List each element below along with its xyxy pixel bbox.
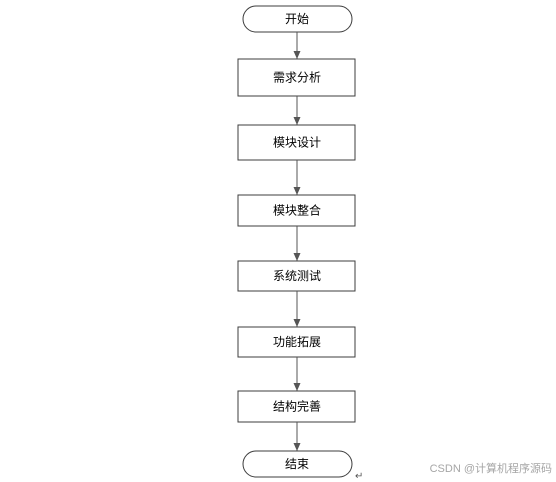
process-node-shape [237, 260, 356, 292]
end-node: 结束 [242, 450, 353, 478]
process-node-label: 模块整合 [273, 203, 321, 218]
start-node-label: 开始 [285, 12, 309, 26]
process-node-shape [237, 194, 356, 227]
process-node-shape [237, 390, 356, 423]
process-node-structure-refinement: 结构完善 [237, 390, 356, 423]
process-node-label: 结构完善 [273, 399, 321, 414]
process-node-label: 模块设计 [273, 136, 321, 150]
watermark: CSDN @计算机程序源码 [430, 461, 552, 475]
process-node-shape [237, 326, 356, 358]
process-node-label: 系统测试 [273, 268, 321, 283]
process-node-label: 功能拓展 [273, 335, 321, 349]
end-node-shape [242, 450, 353, 478]
process-node-feature-expansion: 功能拓展 [237, 326, 356, 358]
start-node: 开始 [242, 5, 353, 33]
paragraph-mark-icon: ↵ [355, 471, 363, 482]
process-node-shape [237, 58, 356, 97]
process-node-requirements-analysis: 需求分析 [237, 58, 356, 97]
end-node-label: 结束 [285, 457, 309, 471]
process-node-module-design: 模块设计 [237, 124, 356, 161]
process-node-module-integration: 模块整合 [237, 194, 356, 227]
process-node-label: 需求分析 [273, 71, 321, 85]
process-node-system-testing: 系统测试 [237, 260, 356, 292]
